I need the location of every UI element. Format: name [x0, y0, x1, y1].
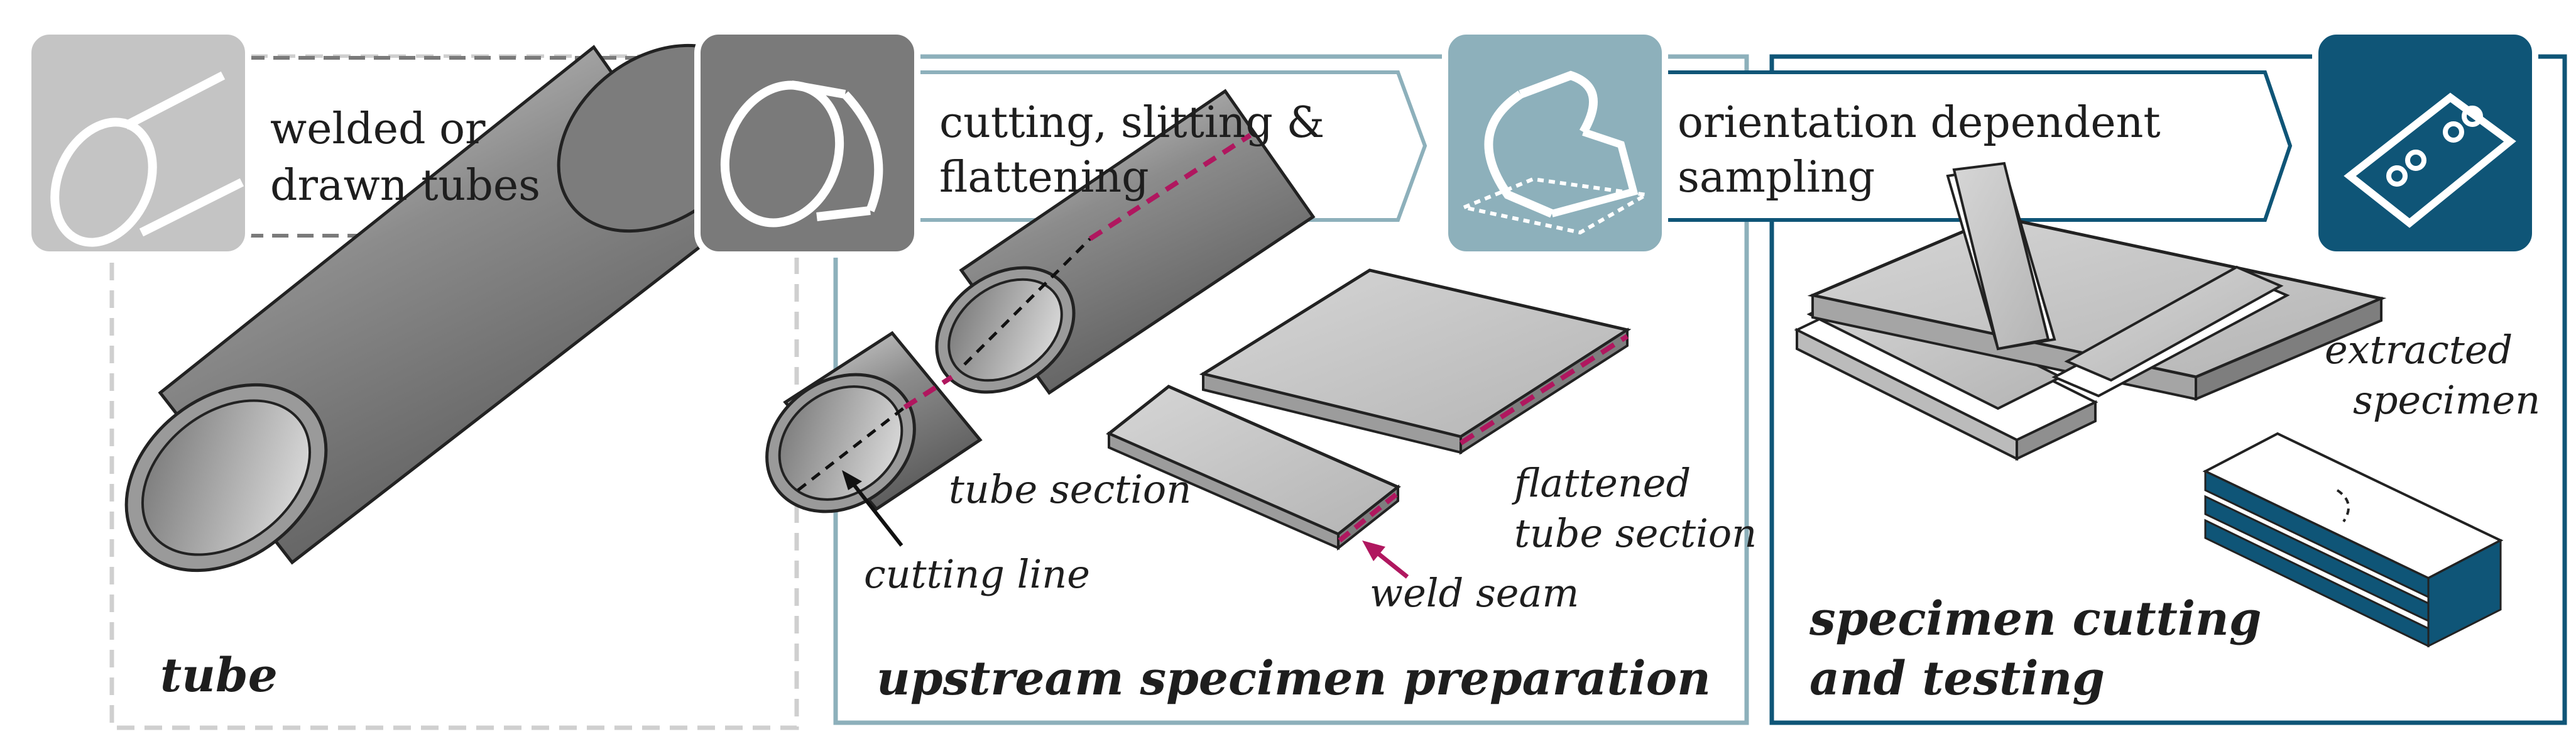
step-1-text-line2: drawn tubes — [270, 161, 540, 211]
extracted-label-line2: specimen — [2353, 377, 2540, 423]
flattened-label-line2: tube section — [1514, 510, 1757, 556]
testing-frame — [1769, 54, 2567, 725]
specimen-icon — [2312, 28, 2538, 258]
extracted-specimen-stack — [2202, 432, 2504, 648]
step-2-text-line2: flattening — [939, 153, 1149, 202]
section-title-tube: tube — [160, 649, 278, 703]
step-2-text-line1: cutting, slitting & — [939, 98, 1324, 148]
section-title-upstream: upstream specimen preparation — [876, 652, 1711, 706]
tube-section-label: tube section — [949, 466, 1191, 512]
weld-seam-arrow — [1362, 540, 1409, 579]
step-3-text-line1: orientation dependent — [1678, 98, 2161, 148]
curved-sheet-icon — [1442, 28, 1668, 258]
flattened-label-line1: flattened — [1512, 460, 1691, 506]
cutting-line-label: cutting line — [864, 551, 1090, 597]
flattened-sheet — [1199, 268, 1632, 455]
tube-section-icon — [694, 28, 920, 258]
step-3-text-line2: sampling — [1678, 153, 1875, 202]
tube-section-back — [935, 89, 1316, 395]
tube-section-front — [765, 331, 983, 513]
flattened-strip — [1106, 385, 1401, 551]
sample-plate-stack — [1794, 162, 2387, 461]
step-1-text-line1: welded or — [270, 104, 486, 154]
section-title-testing-line2: and testing — [1809, 652, 2105, 706]
extracted-label-line1: extracted — [2325, 327, 2513, 373]
cutting-line-arrow — [842, 470, 903, 547]
section-title-testing-line1: specimen cutting — [1809, 592, 2261, 646]
weld-seam-label: weld seam — [1370, 570, 1579, 616]
tube-icon — [25, 28, 251, 258]
